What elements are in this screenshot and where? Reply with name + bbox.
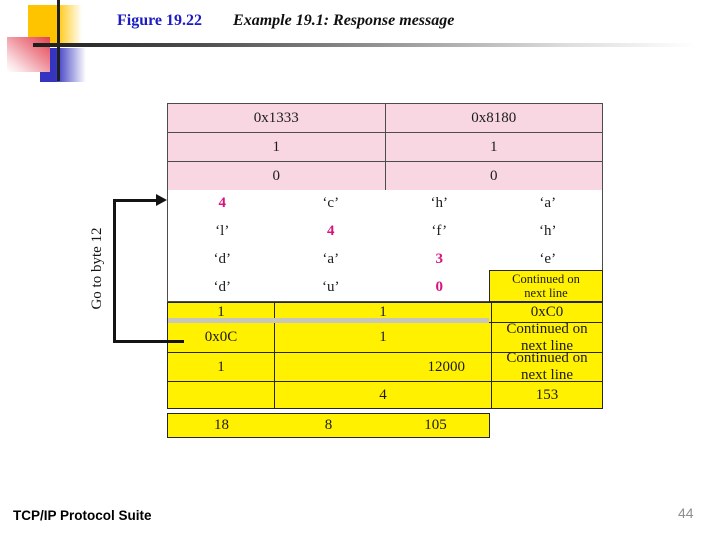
yellow-cell: 0xC0 xyxy=(491,303,602,322)
pointer-arrow-top xyxy=(113,199,157,202)
byte-cell: ‘c’ xyxy=(322,195,340,212)
yellow-cell: 105 xyxy=(424,417,447,433)
yellow-cell: 8 xyxy=(324,417,333,433)
page-number: 44 xyxy=(678,505,694,521)
pink-row-counts2: 0 0 xyxy=(167,161,603,191)
byte-cell: ‘f’ xyxy=(431,223,448,240)
go-to-byte-label: Go to byte 12 xyxy=(89,227,105,310)
yellow-bottom-row: 18 8 105 xyxy=(167,413,490,438)
yellow-cell: 1 xyxy=(274,303,491,322)
byte-cell: 3 xyxy=(435,250,444,267)
byte-cell: ‘u’ xyxy=(322,278,340,295)
section-separator-band xyxy=(168,318,489,323)
footer-book-title: TCP/IP Protocol Suite xyxy=(13,508,152,523)
yellow-cell: 153 xyxy=(491,382,602,408)
pink-row-ids: 0x1333 0x8180 xyxy=(167,103,603,133)
byte-cell: 4 xyxy=(218,195,227,212)
yellow-cell: 18 xyxy=(214,417,229,433)
byte-cell: 4 xyxy=(327,223,335,240)
continued-note-cell: Continued on next line xyxy=(491,350,602,383)
decoration-red-square xyxy=(7,37,50,72)
byte-cell: ‘a’ xyxy=(539,195,557,212)
byte-cell: ‘l’ xyxy=(215,223,230,240)
cell-flags: 0x8180 xyxy=(384,104,603,132)
cell-additional-count: 0 xyxy=(384,162,603,190)
cell-transaction-id: 0x1333 xyxy=(253,109,299,126)
byte-cell: ‘d’ xyxy=(213,278,232,295)
yellow-cell-empty xyxy=(168,382,274,408)
byte-cell: 0 xyxy=(435,278,444,295)
cell-question-count: 1 xyxy=(272,138,281,155)
byte-cell: ‘h’ xyxy=(430,195,449,212)
cell-authority-count: 0 xyxy=(272,167,281,184)
figure-label: Figure 19.22 xyxy=(117,12,203,29)
yellow-row-a: 1 1 0xC0 xyxy=(167,302,603,323)
decoration-vertical-line xyxy=(57,0,60,81)
pointer-arrow-bottom xyxy=(113,340,184,343)
yellow-cell: 1 xyxy=(217,358,225,375)
byte-cell: ‘a’ xyxy=(322,250,340,267)
pink-row-counts1: 1 1 xyxy=(167,132,603,162)
byte-cell: ‘e’ xyxy=(539,250,557,267)
decoration-gold-square xyxy=(28,5,82,43)
title-underline-rule xyxy=(33,43,695,47)
yellow-cell: 1 xyxy=(217,304,225,320)
yellow-row-c: 1 12000 Continued on next line xyxy=(167,350,603,383)
yellow-cell-ttl: 12000 xyxy=(274,353,491,381)
byte-cell: ‘d’ xyxy=(213,250,232,267)
continued-note-box: Continued on next line xyxy=(489,270,603,302)
continued-note-cell: Continued on next line xyxy=(491,321,602,354)
byte-cell: ‘h’ xyxy=(539,223,557,240)
slide-header: Figure 19.22 Example 19.1: Response mess… xyxy=(117,12,454,30)
figure-title: Example 19.1: Response message xyxy=(233,12,455,29)
yellow-cell: 1 xyxy=(274,323,491,352)
pointer-arrowhead-icon xyxy=(156,194,167,206)
pointer-arrow-vertical xyxy=(113,199,116,343)
continued-note-text: Continued on next line xyxy=(512,272,580,300)
cell-answer-count: 1 xyxy=(384,133,603,161)
yellow-cell-pointer: 0x0C xyxy=(204,329,238,345)
yellow-row-b: 0x0C 1 Continued on next line xyxy=(167,321,603,354)
yellow-cell: 4 xyxy=(274,382,491,408)
yellow-row-d: 4 153 xyxy=(167,381,603,409)
